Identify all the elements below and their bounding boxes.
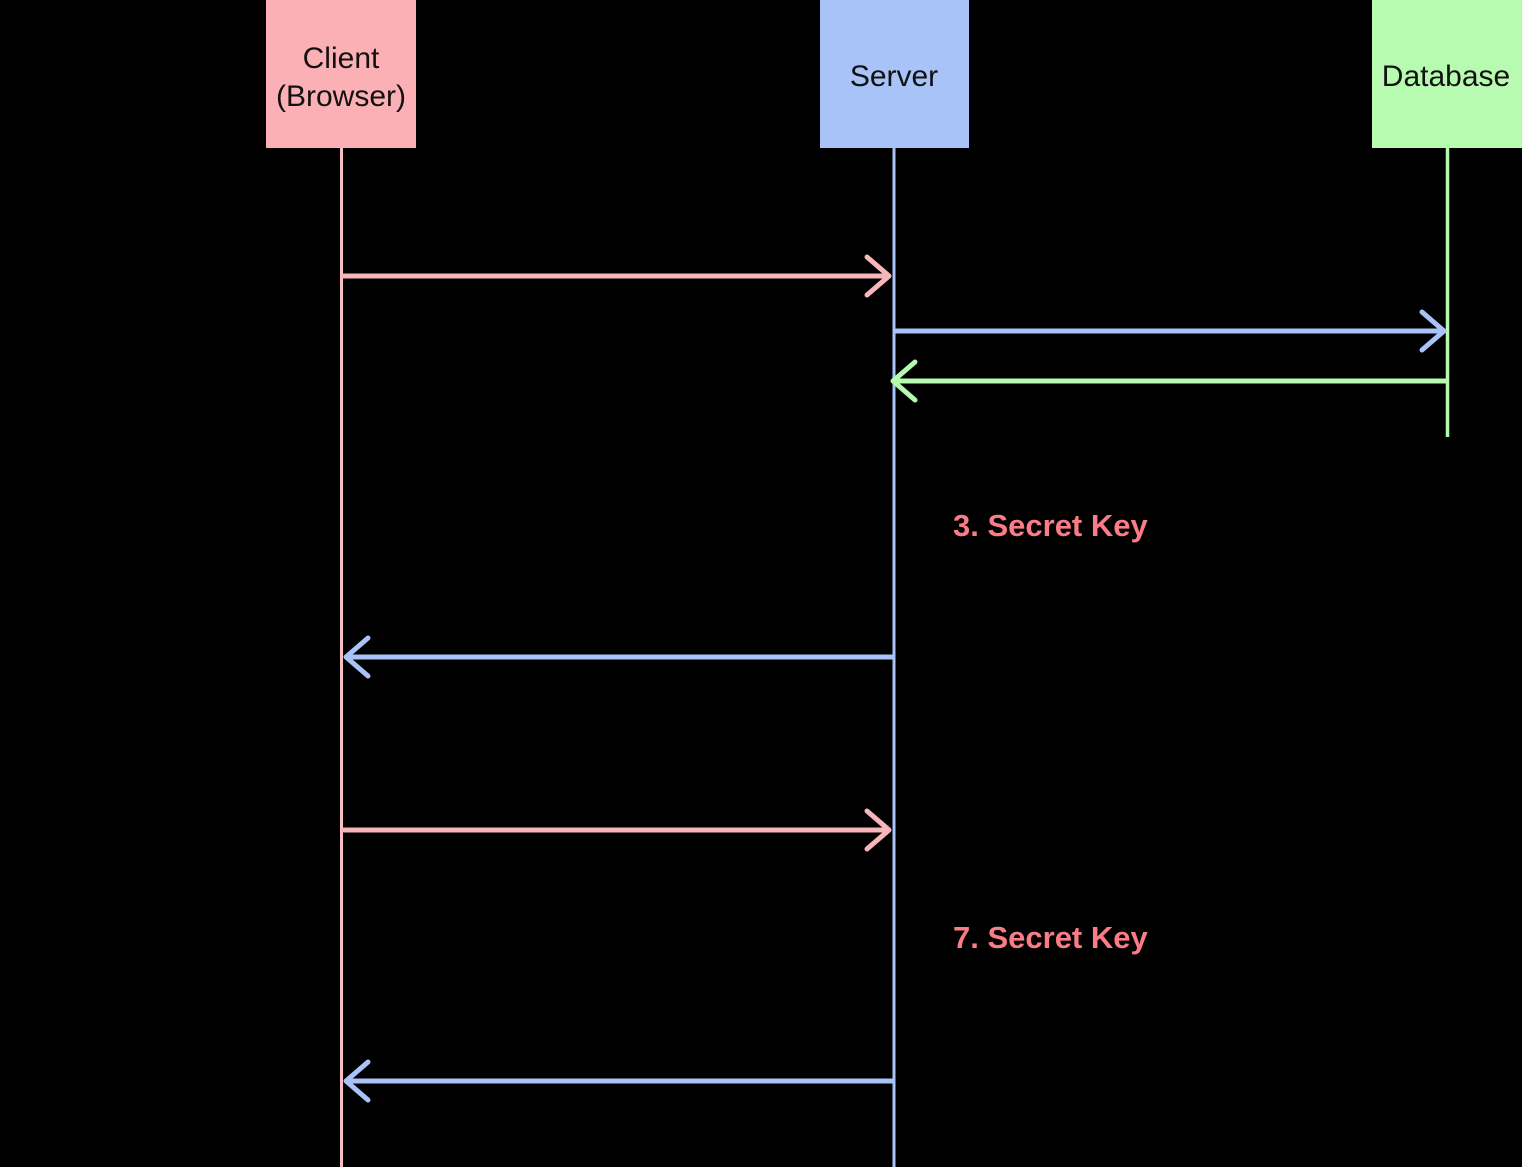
client-actor-label: Client <box>303 42 380 75</box>
server-actor-box <box>820 0 969 148</box>
message-arrow-database-to-server <box>890 359 1449 403</box>
secret-key-note-3: 3. Secret Key <box>953 508 1148 543</box>
arrowhead-right-icon <box>864 808 892 852</box>
message-arrow-client-to-server-2 <box>341 808 892 852</box>
message-arrow-client-to-server-1 <box>341 254 892 298</box>
client-actor-label-line2: (Browser) <box>276 80 406 113</box>
arrowhead-left-icon <box>343 1059 371 1103</box>
database-actor-label: Database <box>1382 60 1510 93</box>
message-arrow-server-to-client-2 <box>343 1059 896 1103</box>
client-actor-box <box>266 0 416 148</box>
arrowhead-left-icon <box>890 359 918 403</box>
message-arrow-server-to-database <box>893 309 1447 353</box>
secret-key-note-7: 7. Secret Key <box>953 920 1148 955</box>
server-actor-label: Server <box>850 60 938 93</box>
arrowhead-right-icon <box>864 254 892 298</box>
database-actor-box <box>1372 0 1522 148</box>
message-arrow-server-to-client-1 <box>343 635 896 679</box>
arrowhead-right-icon <box>1419 309 1447 353</box>
arrowhead-left-icon <box>343 635 371 679</box>
